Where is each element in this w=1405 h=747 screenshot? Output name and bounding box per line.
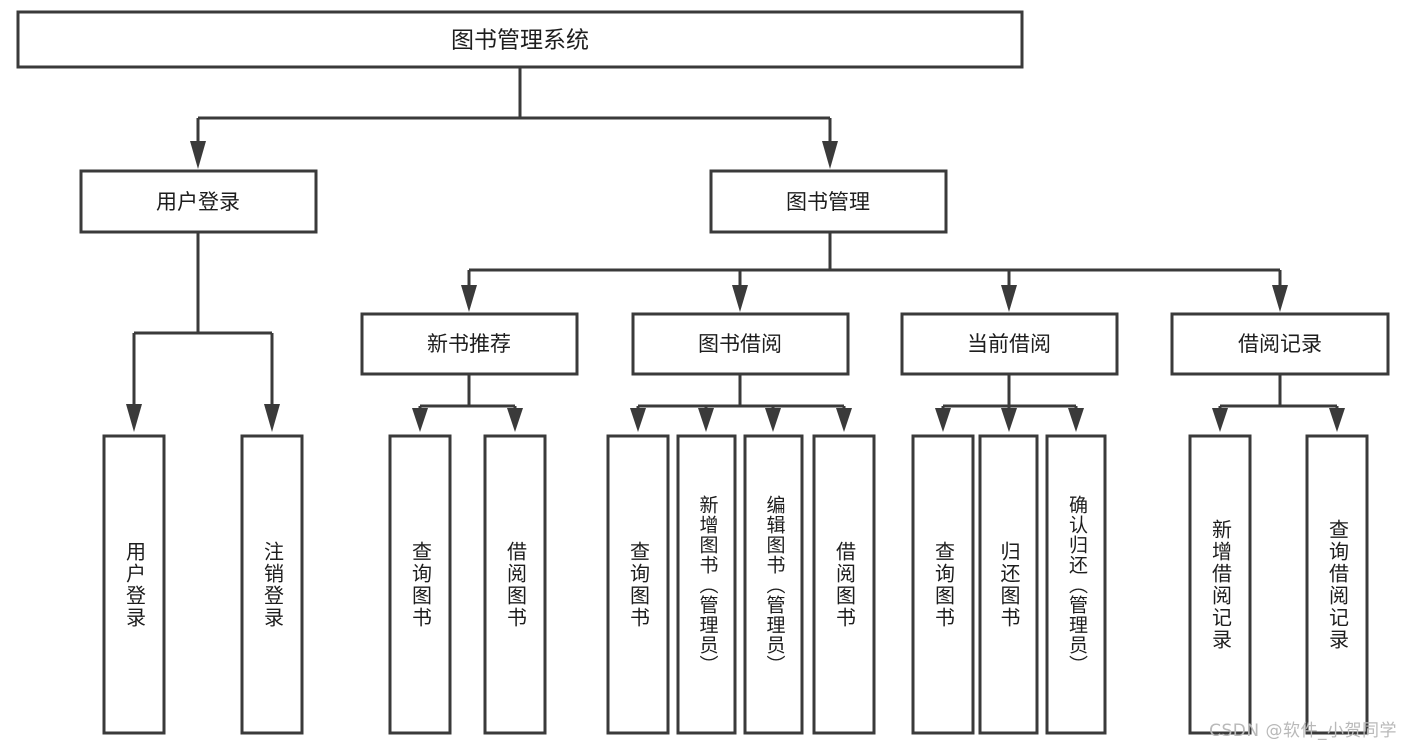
- leaf-box-cb-return-book[interactable]: [978, 434, 1039, 735]
- connector-group-new-book-rec: [412, 374, 523, 432]
- node-current-borrow[interactable]: 当前借阅: [900, 312, 1119, 376]
- leaf-box-br-query-record[interactable]: [1305, 434, 1369, 735]
- leaf-box-nbr-query-book[interactable]: [388, 434, 452, 735]
- node-book-borrow-label: 图书借阅: [698, 332, 782, 356]
- arrowhead-nbr-borrow-book: [507, 408, 523, 432]
- arrowhead-current-borrow: [1001, 285, 1017, 312]
- leaf-box-bb-add-book[interactable]: [676, 434, 737, 735]
- node-book-borrow-box: [631, 312, 850, 376]
- arrowhead-borrow-record: [1272, 285, 1288, 312]
- arrowhead-new-book-rec: [461, 285, 477, 312]
- arrowhead-br-query-record: [1329, 408, 1345, 432]
- arrowhead-cb-return-book: [1001, 408, 1017, 432]
- leaf-box-bb-borrow-book[interactable]: [812, 434, 876, 735]
- node-borrow-record-box: [1170, 312, 1390, 376]
- connector-group-book-borrow: [630, 374, 852, 432]
- leaf-box-nbr-borrow-book[interactable]: [483, 434, 547, 735]
- node-user-login-box: [79, 169, 318, 234]
- node-book-borrow[interactable]: 图书借阅: [631, 312, 850, 376]
- arrowhead-bb-borrow-book: [836, 408, 852, 432]
- arrowhead-bb-add-book: [698, 408, 714, 432]
- arrowhead-book-borrow: [732, 285, 748, 312]
- arrowhead-user-login: [190, 141, 206, 169]
- leaf-box-user-login[interactable]: [102, 434, 166, 735]
- arrowhead-nbr-query-book: [412, 408, 428, 432]
- node-borrow-record-label: 借阅记录: [1238, 332, 1322, 356]
- arrowhead-bb-query-book: [630, 408, 646, 432]
- connector-group-book-mgmt: [461, 232, 1288, 312]
- arrowhead-leaf-logout: [264, 404, 280, 432]
- node-current-borrow-box: [900, 312, 1119, 376]
- arrowhead-book-mgmt: [822, 141, 838, 169]
- connector-group-root: [190, 67, 838, 169]
- node-root-system[interactable]: 图书管理系统: [16, 10, 1024, 69]
- node-user-login-label: 用户登录: [156, 190, 240, 214]
- arrowhead-cb-query-book: [935, 408, 951, 432]
- node-new-book-recommend-label: 新书推荐: [427, 332, 511, 356]
- csdn-watermark: CSDN @软件_小贺同学: [1209, 721, 1397, 741]
- node-current-borrow-label: 当前借阅: [967, 332, 1051, 356]
- leaf-box-cb-query-book[interactable]: [911, 434, 975, 735]
- arrowhead-br-add-record: [1212, 408, 1228, 432]
- node-book-management-box: [709, 169, 948, 234]
- node-new-book-recommend[interactable]: 新书推荐: [360, 312, 579, 376]
- arrowhead-cb-confirm-return: [1068, 408, 1084, 432]
- arrowhead-bb-edit-book: [765, 408, 781, 432]
- leaf-box-logout[interactable]: [240, 434, 304, 735]
- leaf-box-br-add-record[interactable]: [1188, 434, 1252, 735]
- leaf-box-cb-confirm-return[interactable]: [1045, 434, 1107, 735]
- node-borrow-record[interactable]: 借阅记录: [1170, 312, 1390, 376]
- node-root-label: 图书管理系统: [451, 28, 589, 54]
- leaf-box-bb-edit-book[interactable]: [743, 434, 804, 735]
- connector-group-user-login: [126, 232, 280, 432]
- node-book-management[interactable]: 图书管理: [709, 169, 948, 234]
- leaf-box-bb-query-book[interactable]: [606, 434, 670, 735]
- node-root-box: [16, 10, 1024, 69]
- arrowhead-leaf-user-login: [126, 404, 142, 432]
- connector-group-borrow-record: [1212, 374, 1345, 432]
- node-new-book-recommend-box: [360, 312, 579, 376]
- node-user-login[interactable]: 用户登录: [79, 169, 318, 234]
- connector-group-current-borrow: [935, 374, 1084, 432]
- node-book-management-label: 图书管理: [786, 190, 870, 214]
